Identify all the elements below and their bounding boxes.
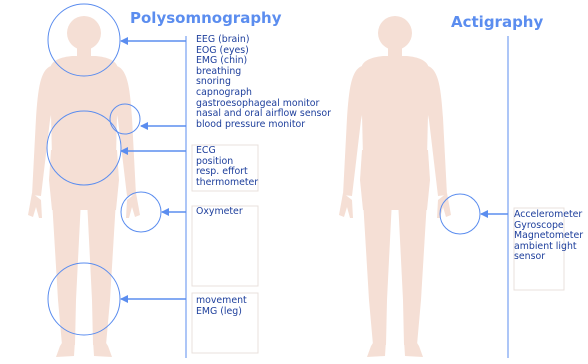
sensor-label: capnograph [196, 88, 331, 99]
head-sensor-list: EEG (brain) EOG (eyes) EMG (chin) breath… [196, 35, 331, 130]
sensor-label: movement [196, 296, 247, 307]
leg-sensor-list: movement EMG (leg) [196, 296, 247, 317]
sensor-label: Accelerometer [514, 210, 583, 221]
left-body-silhouette [28, 16, 140, 357]
sensor-label: thermometer [196, 178, 258, 189]
finger-label-box [192, 206, 258, 286]
chest-sensor-list: ECG position resp. effort thermometer [196, 146, 258, 188]
sensor-label: sensor [514, 252, 583, 263]
sensor-label: Oxymeter [196, 207, 243, 218]
polysomnography-title: Polysomnography [130, 9, 282, 27]
sensor-label: blood pressure monitor [196, 120, 331, 131]
sensor-label: EMG (leg) [196, 307, 247, 318]
finger-sensor-list: Oxymeter [196, 207, 243, 218]
sensor-label: ECG [196, 146, 258, 157]
sensor-label: EEG (brain) [196, 35, 331, 46]
right-body-silhouette [339, 16, 451, 357]
actigraphy-title: Actigraphy [451, 13, 543, 31]
wrist-sensor-list: Accelerometer Gyroscope Magnetometer amb… [514, 210, 583, 263]
